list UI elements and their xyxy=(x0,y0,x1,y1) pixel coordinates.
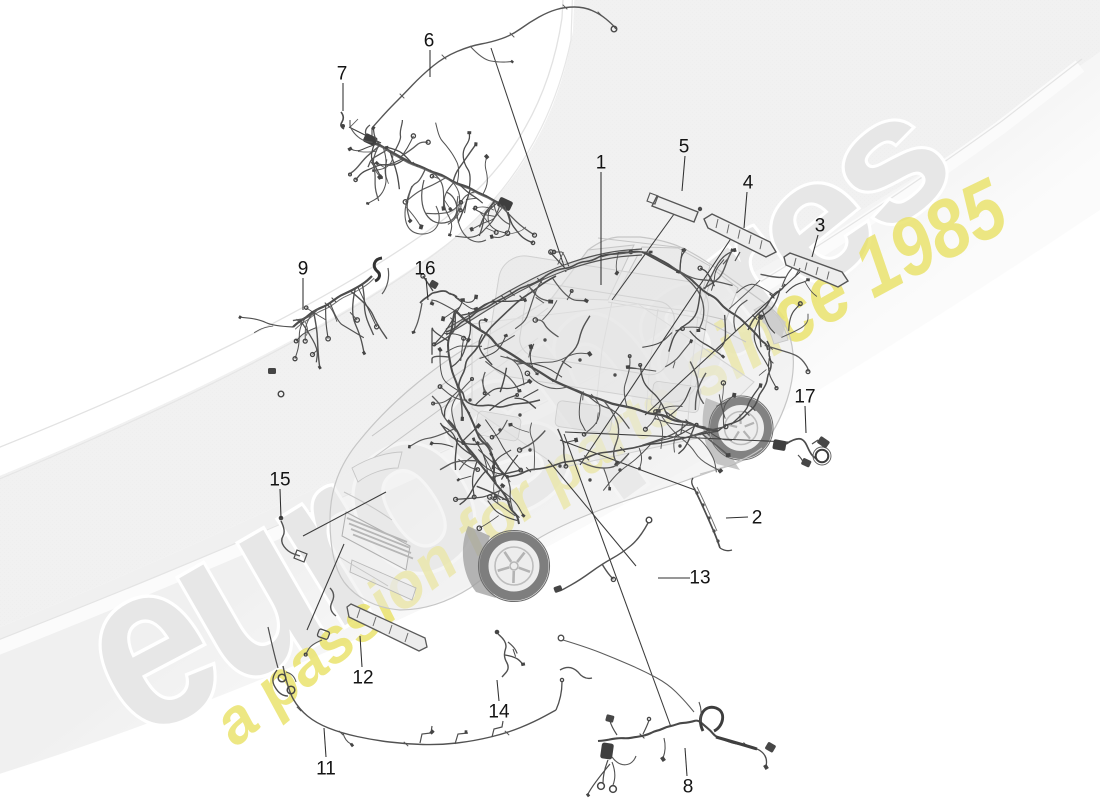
svg-text:17: 17 xyxy=(794,387,815,408)
svg-text:15: 15 xyxy=(269,470,290,491)
svg-text:8: 8 xyxy=(683,777,694,798)
svg-text:13: 13 xyxy=(689,568,710,589)
svg-text:1: 1 xyxy=(596,153,607,174)
svg-text:12: 12 xyxy=(352,668,373,689)
svg-text:11: 11 xyxy=(316,759,336,780)
svg-text:2: 2 xyxy=(752,508,763,529)
svg-text:3: 3 xyxy=(815,216,826,237)
svg-text:4: 4 xyxy=(743,173,754,194)
svg-text:9: 9 xyxy=(298,259,309,280)
svg-text:14: 14 xyxy=(488,702,510,723)
svg-text:5: 5 xyxy=(679,137,690,158)
svg-text:6: 6 xyxy=(424,31,435,52)
svg-text:16: 16 xyxy=(414,259,435,280)
svg-text:7: 7 xyxy=(337,64,348,85)
